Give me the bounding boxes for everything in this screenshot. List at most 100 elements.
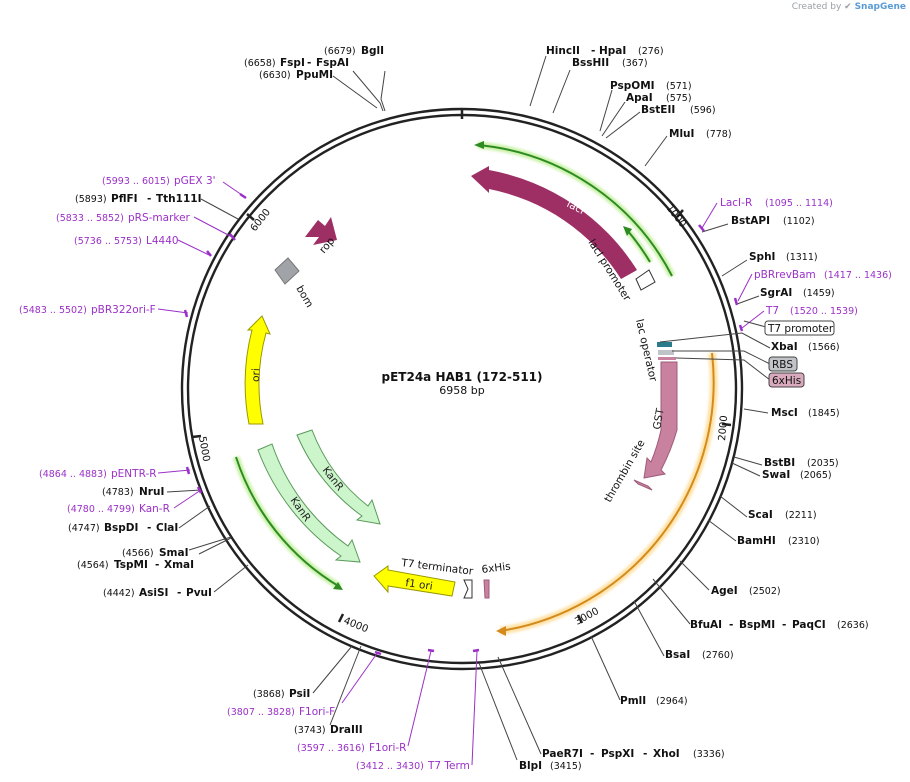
rop-feature[interactable]	[305, 217, 337, 245]
primer-t7[interactable]: T7(1520 .. 1539)	[765, 305, 858, 317]
pos-pflfi: (5893)	[75, 194, 107, 205]
site-bsteII[interactable]: BstEII(596)	[641, 104, 716, 116]
primer-name-prs-marker: pRS-marker	[128, 212, 191, 224]
lacI-feature[interactable]	[471, 166, 637, 279]
snapgene-credit: Created by ✔ SnapGene	[792, 2, 906, 12]
tick-4000	[337, 613, 345, 623]
lacI-promoter-arrowhead	[623, 226, 632, 236]
leader-pbrrevbam	[737, 273, 753, 302]
site-sphI[interactable]: SphI(1311)	[749, 251, 818, 263]
pos-asisi: (4442)	[103, 588, 135, 599]
mark-t7	[738, 324, 744, 332]
site-hincII[interactable]: HincII-HpaI(276)	[546, 45, 664, 57]
name-swaI: SwaI	[762, 469, 790, 481]
primer-range-f1ori-f: (3807 .. 3828)	[227, 707, 295, 718]
thrombin-box	[633, 479, 653, 491]
primer-t7term[interactable]: (3412 .. 3430)T7 Term	[356, 760, 470, 772]
leader-psiI	[312, 645, 353, 694]
plasmid-length: 6958 bp	[439, 384, 484, 397]
site-ageI[interactable]: AgeI(2502)	[711, 585, 781, 597]
mark-pbr322ori-f	[183, 309, 189, 318]
site-fspI[interactable]: (6658)FspI-FspAI	[244, 57, 349, 69]
site-tspmi[interactable]: (4564)TspMI-XmaI	[77, 559, 194, 571]
site-apaI[interactable]: ApaI(575)	[626, 92, 692, 104]
primer-name-t7term: T7 Term	[427, 760, 470, 772]
leader-bsshII	[552, 69, 571, 114]
pos-bstapi: (1102)	[783, 216, 815, 227]
primer-pbr322ori-f[interactable]: (5483 .. 5502)pBR322ori-F	[19, 304, 156, 316]
kanR-inner-feature[interactable]	[296, 429, 381, 525]
site-smaI[interactable]: (4566)SmaI	[122, 547, 189, 559]
site-mscI[interactable]: MscI(1845)	[771, 407, 840, 419]
site-pflfi[interactable]: (5893)PflFI-Tth111I	[75, 193, 201, 205]
kanR-outer-feature[interactable]	[257, 443, 361, 563]
site-psiI[interactable]: (3868)PsiI	[253, 688, 310, 700]
name-pflfi: PflFI	[111, 193, 138, 205]
pos-mscI: (1845)	[808, 408, 840, 419]
site-bstbI[interactable]: BstBI(2035)	[764, 457, 839, 469]
site-swaI[interactable]: SwaI(2065)	[762, 469, 832, 481]
site-scaI[interactable]: ScaI(2211)	[748, 509, 817, 521]
leader-l4440	[177, 239, 210, 256]
leader-fspI	[352, 70, 384, 112]
name2-paer7I: PspXI	[601, 748, 634, 760]
site-pspomi[interactable]: PspOMI(571)	[610, 80, 692, 92]
mark-t7term	[472, 648, 480, 653]
site-draIII[interactable]: (3743)DraIII	[294, 724, 363, 736]
site-bstapi[interactable]: BstAPI(1102)	[731, 215, 815, 227]
tick-5000	[191, 434, 202, 439]
site-xbaI[interactable]: XbaI(1566)	[771, 341, 840, 353]
tick-2000	[721, 422, 732, 427]
site-paer7I[interactable]: PaeR7I-PspXI-XhoI(3336)	[542, 748, 725, 760]
primer-l4440[interactable]: (5736 .. 5753)L4440	[74, 235, 179, 247]
primer-prs-marker[interactable]: (5833 .. 5852)pRS-marker	[56, 212, 191, 224]
pos-ageI: (2502)	[749, 586, 781, 597]
annotation-boxes: T7 promoter RBS 6xHis	[672, 320, 835, 388]
site-mluI[interactable]: MluI(778)	[669, 128, 732, 140]
name-bfuaI: BfuAI	[690, 619, 722, 631]
bom-feature[interactable]	[274, 257, 300, 285]
site-bspdi[interactable]: (4747)BspDI-ClaI	[68, 522, 178, 534]
his-inner-label: 6xHis	[481, 561, 511, 576]
leader-swaI	[731, 462, 761, 477]
sep-hincII: -	[591, 45, 595, 57]
primer-pgex3[interactable]: (5993 .. 6015)pGEX 3'	[102, 175, 216, 187]
lac-operator-box	[657, 342, 672, 347]
name2-bspdi: ClaI	[156, 522, 178, 534]
site-nruI[interactable]: (4783)NruI	[102, 486, 164, 498]
primer-laci-r[interactable]: LacI-R(1095 .. 1114)	[720, 197, 833, 209]
name-bsteII: BstEII	[641, 104, 675, 116]
name2-pflfi: Tth111I	[156, 193, 201, 205]
primer-f1ori-r[interactable]: (3597 .. 3616)F1ori-R	[297, 742, 406, 754]
site-ppumi[interactable]: (6630)PpuMI	[259, 69, 333, 81]
site-blpI[interactable]: BlpI(3415)	[519, 760, 582, 772]
site-bsaI[interactable]: BsaI(2760)	[665, 649, 734, 661]
leader-smaI	[188, 536, 232, 551]
leader-ageI	[679, 560, 710, 591]
primer-pbrrevbam[interactable]: pBRrevBam(1417 .. 1436)	[754, 269, 892, 281]
leader-bstapi	[701, 223, 729, 233]
primer-pentr-r[interactable]: (4864 .. 4883)pENTR-R	[39, 468, 157, 480]
site-pmlI[interactable]: PmlI(2964)	[620, 695, 688, 707]
name-hincII: HincII	[546, 45, 580, 57]
gst-feature[interactable]	[643, 361, 678, 479]
name2-fspI: FspAI	[316, 57, 349, 69]
primer-f1ori-f[interactable]: (3807 .. 3828)F1ori-F	[227, 706, 335, 718]
mark-pgex3	[239, 192, 247, 200]
site-sgrai[interactable]: SgrAI(1459)	[760, 287, 835, 299]
site-bsshII[interactable]: BssHII(367)	[572, 57, 648, 69]
primer-kan-r[interactable]: (4780 .. 4799)Kan-R	[67, 503, 170, 515]
site-bglI[interactable]: (6679)BglI	[324, 45, 384, 57]
mark-pbrrevbam	[733, 297, 739, 306]
ori-feature[interactable]	[244, 315, 271, 425]
site-asisi[interactable]: (4442)AsiSI-PvuI	[103, 587, 212, 599]
site-bfuaI[interactable]: BfuAI-BspMI-PaqCI(2636)	[690, 619, 869, 631]
f1ori-feature[interactable]	[373, 565, 456, 597]
pos-pspomi: (571)	[666, 81, 692, 92]
left-arc-arrowhead	[333, 582, 343, 590]
primer-name-t7: T7	[765, 305, 779, 317]
leader-kan-r	[173, 489, 202, 509]
tick-label-2000: 2000	[717, 415, 730, 441]
site-bamhI[interactable]: BamHI(2310)	[737, 535, 820, 547]
primer-range-kan-r: (4780 .. 4799)	[67, 504, 135, 515]
